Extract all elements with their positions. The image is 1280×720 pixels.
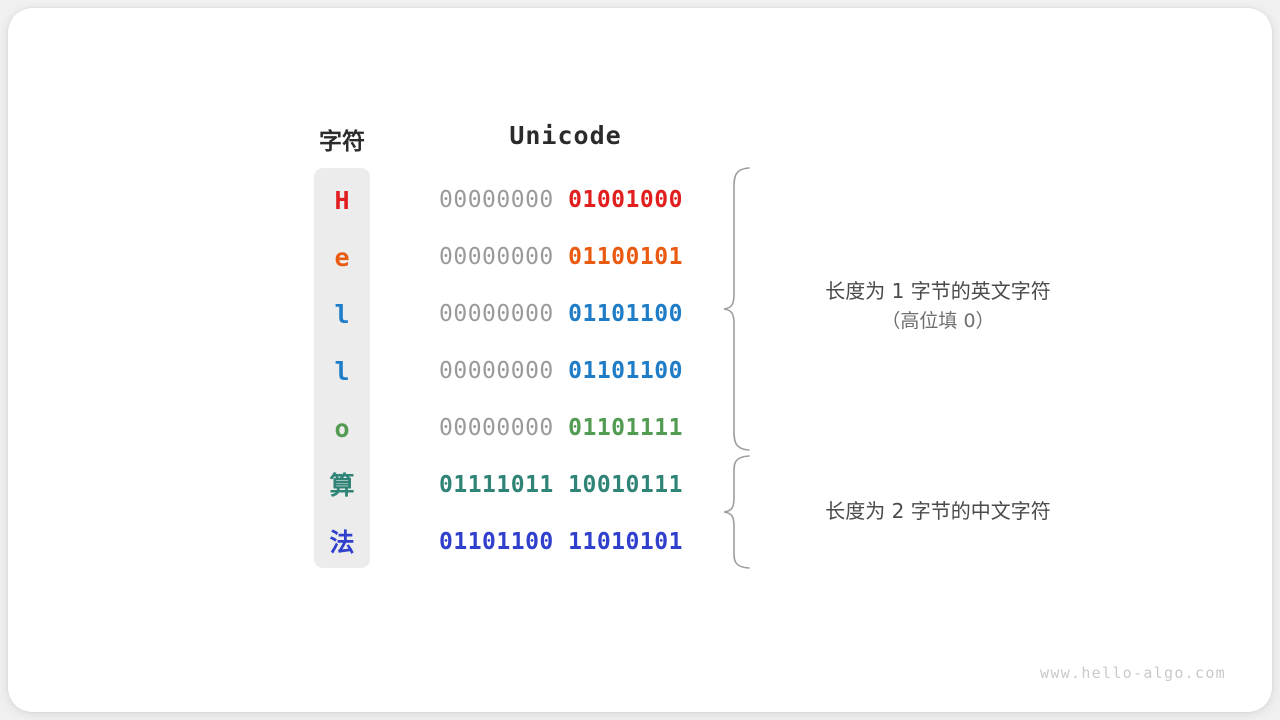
table-row: l 00000000 01101100 (314, 286, 714, 343)
unicode-low-byte: 01101100 (568, 358, 683, 384)
char-cell: 算 (329, 471, 355, 500)
unicode-cell: 01101100 11010101 (370, 531, 714, 554)
brace-two-byte (723, 455, 750, 569)
table-row: H 00000000 01001000 (314, 172, 714, 229)
unicode-cell: 00000000 01101100 (370, 360, 714, 383)
unicode-high-byte: 00000000 (439, 244, 554, 270)
annotation-one-byte: 长度为 1 字节的英文字符 （高位填 0） (768, 276, 1108, 336)
char-cell: H (334, 186, 350, 215)
unicode-high-byte: 01111011 (439, 472, 554, 498)
annotation-two-byte-text: 长度为 2 字节的中文字符 (825, 499, 1051, 523)
unicode-low-byte: 01101111 (568, 415, 683, 441)
char-cell: o (334, 414, 350, 443)
char-cell: l (334, 300, 350, 329)
unicode-cell: 00000000 01001000 (370, 189, 714, 212)
table-row: 算 01111011 10010111 (314, 457, 714, 514)
unicode-high-byte: 01101100 (439, 529, 554, 555)
unicode-cell: 00000000 01100101 (370, 246, 714, 269)
table-row: 法 01101100 11010101 (314, 514, 714, 571)
annotation-one-byte-text: 长度为 1 字节的英文字符 (825, 279, 1051, 303)
table-row: l 00000000 01101100 (314, 343, 714, 400)
unicode-low-byte: 10010111 (568, 472, 683, 498)
unicode-high-byte: 00000000 (439, 187, 554, 213)
char-cell: e (334, 243, 350, 272)
unicode-cell: 00000000 01101100 (370, 303, 714, 326)
site-watermark: www.hello-algo.com (1040, 664, 1226, 682)
table-row: o 00000000 01101111 (314, 400, 714, 457)
unicode-low-byte: 11010101 (568, 529, 683, 555)
char-column-strip (314, 168, 370, 568)
unicode-cell: 00000000 01101111 (370, 417, 714, 440)
column-header-unicode: Unicode (509, 121, 622, 150)
unicode-high-byte: 00000000 (439, 415, 554, 441)
unicode-high-byte: 00000000 (439, 301, 554, 327)
figure-card: 字符 Unicode H 00000000 01001000 e 00000000 0… (8, 8, 1272, 712)
unicode-low-byte: 01100101 (568, 244, 683, 270)
char-cell: l (334, 357, 350, 386)
unicode-high-byte: 00000000 (439, 358, 554, 384)
char-cell: 法 (329, 528, 355, 557)
annotation-one-byte-sub: （高位填 0） (881, 310, 995, 332)
unicode-low-byte: 01001000 (568, 187, 683, 213)
brace-one-byte (723, 167, 750, 451)
unicode-cell: 01111011 10010111 (370, 474, 714, 497)
unicode-low-byte: 01101100 (568, 301, 683, 327)
column-header-char: 字符 (319, 129, 365, 155)
table-row: e 00000000 01100101 (314, 229, 714, 286)
annotation-two-byte: 长度为 2 字节的中文字符 (768, 496, 1108, 527)
